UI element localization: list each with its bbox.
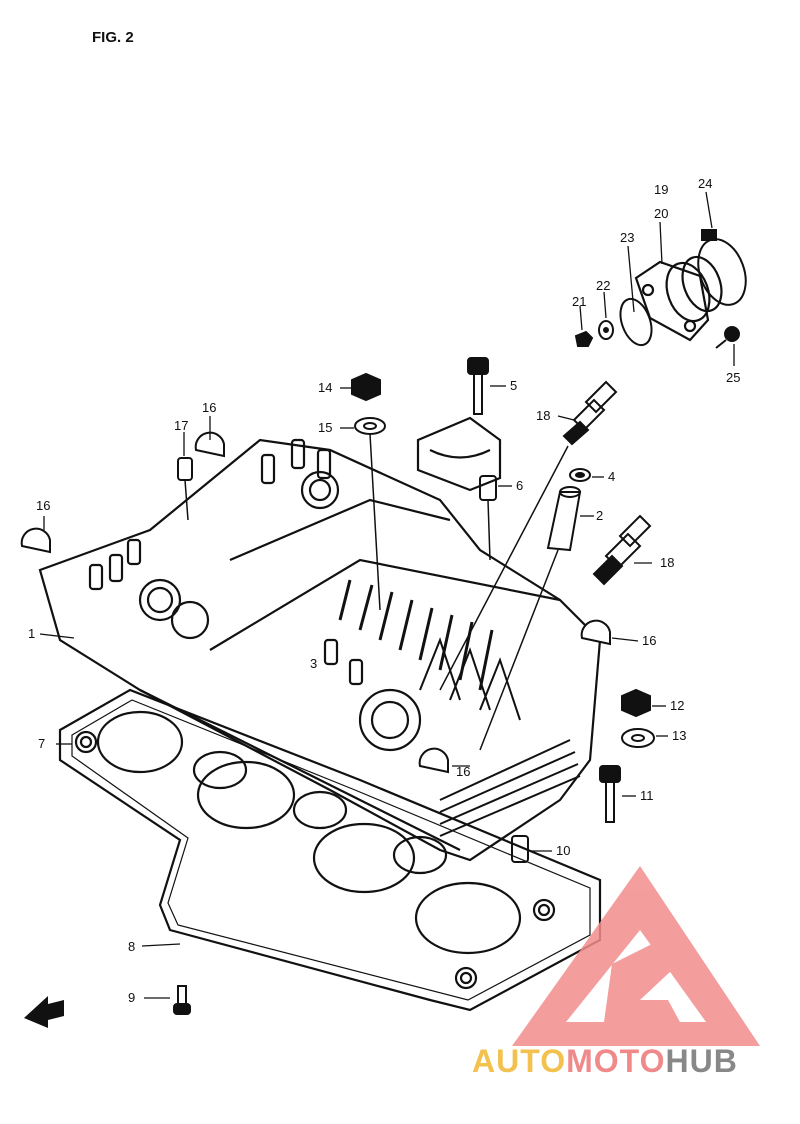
callout-23: 23 [620,230,634,245]
watermark-moto: MOTO [566,1043,665,1079]
bolt-25 [715,326,740,349]
washer-22 [598,320,614,340]
callout-1: 1 [28,626,35,641]
plug-tube-2 [546,486,582,552]
callout-25: 25 [726,370,740,385]
callout-10: 10 [556,843,570,858]
washer-15 [354,417,386,435]
bolt-11 [599,765,621,823]
guide-line-2 [479,549,559,751]
callout-24: 24 [698,176,712,191]
watermark-hub: HUB [665,1043,737,1079]
callout-19: 19 [654,182,668,197]
nut-14 [351,372,381,402]
callout-2: 2 [596,508,603,523]
callout-12: 12 [670,698,684,713]
callout-16-a: 16 [202,400,216,415]
callout-18-b: 18 [660,555,674,570]
bolt-9 [173,985,191,1015]
cam-end-plug-16 [20,431,611,774]
leader-lines [39,191,735,999]
callout-6: 6 [516,478,523,493]
dowel-17 [177,457,193,481]
svg-text:AUTOMOTOHUB: AUTOMOTOHUB [472,1043,738,1079]
callout-8: 8 [128,939,135,954]
guide-line-17 [184,479,189,521]
watermark-text: AUTOMOTOHUB [472,1043,738,1079]
watermark-auto: AUTO [472,1043,566,1079]
callout-16-b: 16 [36,498,50,513]
callout-18-a: 18 [536,408,550,423]
bolt-21 [574,330,594,347]
washer-4 [569,468,591,482]
guide-line-15 [369,433,381,611]
callout-15: 15 [318,420,332,435]
watermark-logo [512,866,760,1046]
callout-22: 22 [596,278,610,293]
callout-7: 7 [38,736,45,751]
guide-line-6 [487,499,491,561]
callout-13: 13 [672,728,686,743]
fwd-arrow [24,996,64,1028]
callout-14: 14 [318,380,332,395]
callout-16-c: 16 [642,633,656,648]
cam-cap [416,416,502,492]
callout-9: 9 [128,990,135,1005]
callout-20: 20 [654,206,668,221]
bolt-5 [467,357,489,415]
clamp-24 [697,229,747,306]
nut-12 [621,688,651,718]
spark-plug-18-upper [562,380,618,446]
washer-13 [621,728,655,748]
callout-11: 11 [640,788,654,803]
callout-21: 21 [572,294,586,309]
head-gasket [58,688,602,1012]
intake-pipe-assembly [634,255,723,342]
callout-3: 3 [310,656,317,671]
callout-labels: 1 2 3 4 5 6 7 8 9 10 11 12 13 14 15 16 1… [28,176,740,1005]
cylinder-head [38,438,602,875]
callout-4: 4 [608,469,615,484]
spark-plug-18-lower [592,514,652,586]
dowel-10 [511,835,529,863]
callout-17: 17 [174,418,188,433]
callout-5: 5 [510,378,517,393]
callout-16-d: 16 [456,764,470,779]
figure-title: FIG. 2 [92,29,134,46]
o-ring-23 [619,297,653,347]
guide-line-18-upper [439,445,569,691]
